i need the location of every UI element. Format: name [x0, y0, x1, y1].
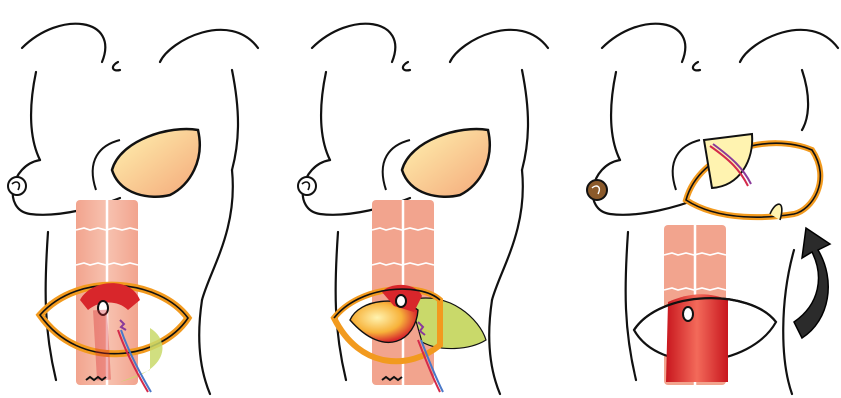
panel-1-drawing [0, 0, 280, 398]
nipple-left [298, 177, 316, 195]
donor-site [634, 294, 776, 382]
curved-arrow-icon [794, 228, 830, 338]
panel-flap-transfer [580, 0, 841, 398]
panel-flap-elevation [0, 0, 280, 398]
transferred-flap [686, 134, 820, 220]
breast-defect [112, 129, 200, 197]
breast-defect [402, 129, 490, 197]
panel-flap-dissection [290, 0, 570, 398]
nipple-left [587, 180, 607, 200]
panel-2-drawing [290, 0, 570, 398]
panel-3-drawing [580, 0, 841, 398]
nipple-left [8, 177, 26, 195]
